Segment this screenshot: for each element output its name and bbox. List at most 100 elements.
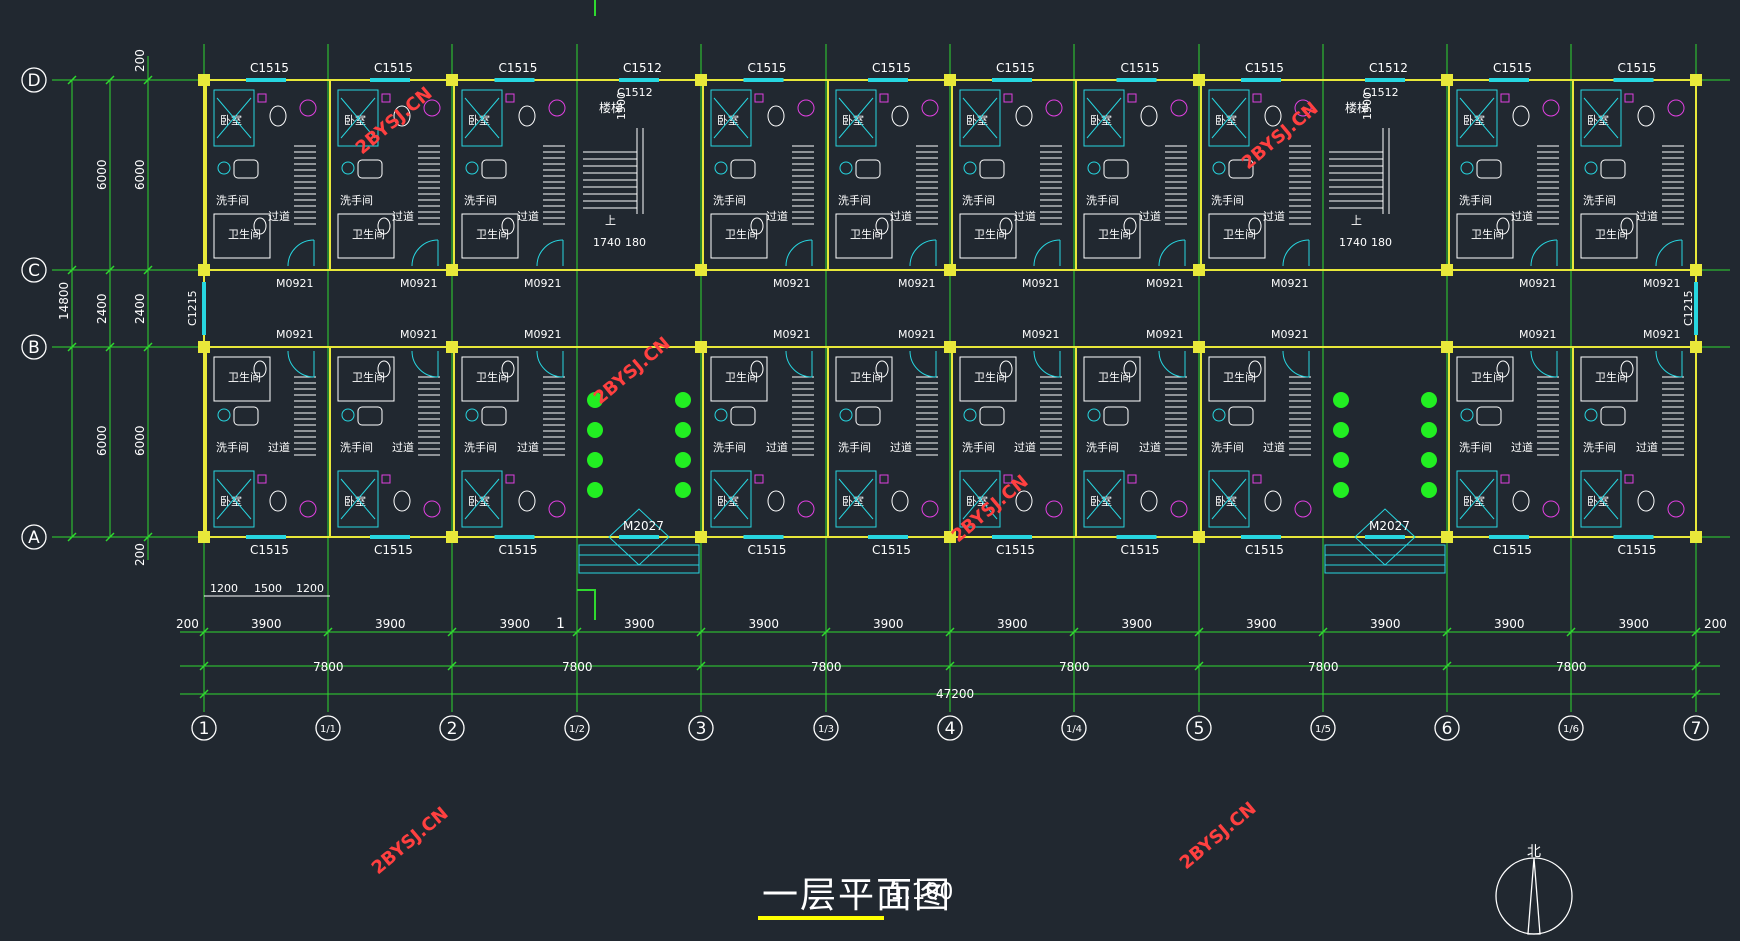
dim-bay: 3900: [1122, 617, 1153, 631]
bed-box: [337, 89, 379, 147]
socket: [505, 93, 515, 103]
corridor-label: 过道: [766, 209, 788, 223]
lamp: [1667, 500, 1685, 518]
stair-gap-dim: 180: [625, 236, 646, 249]
bed-box: [959, 470, 1001, 528]
sink: [233, 406, 259, 426]
dim-tick: [143, 265, 153, 275]
dim-tick: [1442, 627, 1452, 637]
stair-window-inner: C1512: [1363, 86, 1399, 99]
bed-box: [1456, 89, 1498, 147]
chair: [1512, 105, 1530, 127]
axis-grid: [52, 0, 1730, 712]
toilet-box: [710, 213, 768, 259]
door-swing: [287, 350, 315, 378]
sink: [979, 406, 1005, 426]
window-label-north: C1512: [623, 61, 662, 75]
door-swing: [1655, 239, 1683, 267]
stair-width-dim: 1740: [1339, 236, 1367, 249]
bed-box: [213, 89, 255, 147]
dim-tick: [945, 627, 955, 637]
column: [695, 264, 707, 276]
bedroom-label: 卧室: [842, 494, 864, 508]
window-label-north: C1512: [1369, 61, 1408, 75]
dim-tick: [143, 342, 153, 352]
dim-tick: [1691, 689, 1701, 699]
dim-bay: 3900: [500, 617, 531, 631]
bed-box: [835, 470, 877, 528]
door-label-south: M0921: [400, 328, 438, 341]
column: [1690, 531, 1702, 543]
bed-line: [1583, 478, 1619, 520]
toilet-label: 卫生间: [974, 370, 1007, 384]
toilet-label: 卫生间: [1471, 227, 1504, 241]
sink: [730, 406, 756, 426]
washer: [1584, 408, 1598, 422]
dim-tick: [1318, 627, 1328, 637]
dim-double-bay: 7800: [313, 660, 344, 674]
dim-edge-left: 200: [176, 617, 199, 631]
bed-line: [1086, 478, 1122, 520]
axis-label-v: 1/3: [818, 724, 834, 735]
bed-line: [1211, 97, 1247, 139]
door-label-north: M0921: [400, 277, 438, 290]
bedroom-label: 卧室: [1215, 113, 1237, 127]
bedroom-label: 卧室: [220, 113, 242, 127]
column: [198, 74, 210, 86]
door-swing: [1282, 239, 1310, 267]
dim-room-depth-s: 6000: [95, 425, 109, 456]
dim-corridor2: 2400: [133, 293, 147, 324]
washroom-label: 洗手间: [1459, 193, 1492, 207]
door-swing: [785, 350, 813, 378]
shrub: [1333, 452, 1349, 468]
socket: [505, 474, 515, 484]
column: [944, 74, 956, 86]
sink: [855, 159, 881, 179]
dim-edge-bottom: 200: [133, 543, 147, 566]
toilet-label: 卫生间: [725, 227, 758, 241]
bed-line: [838, 97, 874, 139]
bedroom-label: 卧室: [1587, 494, 1609, 508]
dim-tick: [67, 265, 77, 275]
washer: [1584, 161, 1598, 175]
door-swing: [1158, 350, 1186, 378]
shrub: [675, 482, 691, 498]
dim-edge-right: 200: [1704, 617, 1727, 631]
toilet-bowl: [253, 217, 267, 235]
column: [1193, 264, 1205, 276]
lamp: [1667, 99, 1685, 117]
entry-door-swing: [608, 508, 670, 566]
socket: [879, 474, 889, 484]
dim-tick: [199, 661, 209, 671]
shrub: [1421, 482, 1437, 498]
stair-up-label: 上: [605, 214, 616, 227]
washroom-label: 洗手间: [464, 440, 497, 454]
socket: [1624, 474, 1634, 484]
bedroom-label: 卧室: [966, 494, 988, 508]
lamp: [548, 500, 566, 518]
chair: [269, 490, 287, 512]
axis-bubble-v: [937, 715, 963, 741]
dim-bay: 3900: [1619, 617, 1650, 631]
corridor-label: 过道: [1263, 209, 1285, 223]
window-label-north: C1515: [872, 61, 911, 75]
dim-tick: [572, 627, 582, 637]
shrub: [587, 392, 603, 408]
door-swing: [411, 350, 439, 378]
window-label-north: C1515: [996, 61, 1035, 75]
toilet-label: 卫生间: [228, 227, 261, 241]
dim-bay: 3900: [1370, 617, 1401, 631]
watermark-text: 2BYSJ.CN: [1238, 98, 1323, 174]
dim-tick: [105, 75, 115, 85]
corridor-label: 过道: [517, 209, 539, 223]
door-label-north: M0921: [276, 277, 314, 290]
column: [446, 74, 458, 86]
window-label-north: C1515: [1121, 61, 1160, 75]
bed-box: [1083, 470, 1125, 528]
